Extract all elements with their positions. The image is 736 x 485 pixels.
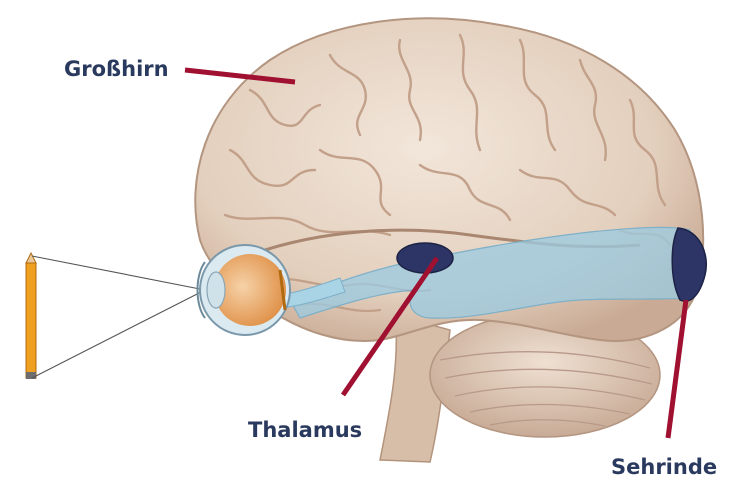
- label-sehrinde: Sehrinde: [611, 455, 717, 479]
- thalamus-node: [397, 243, 453, 273]
- label-grosshirn: Großhirn: [64, 57, 169, 81]
- label-thalamus: Thalamus: [248, 418, 362, 442]
- pencil-object: [26, 253, 36, 379]
